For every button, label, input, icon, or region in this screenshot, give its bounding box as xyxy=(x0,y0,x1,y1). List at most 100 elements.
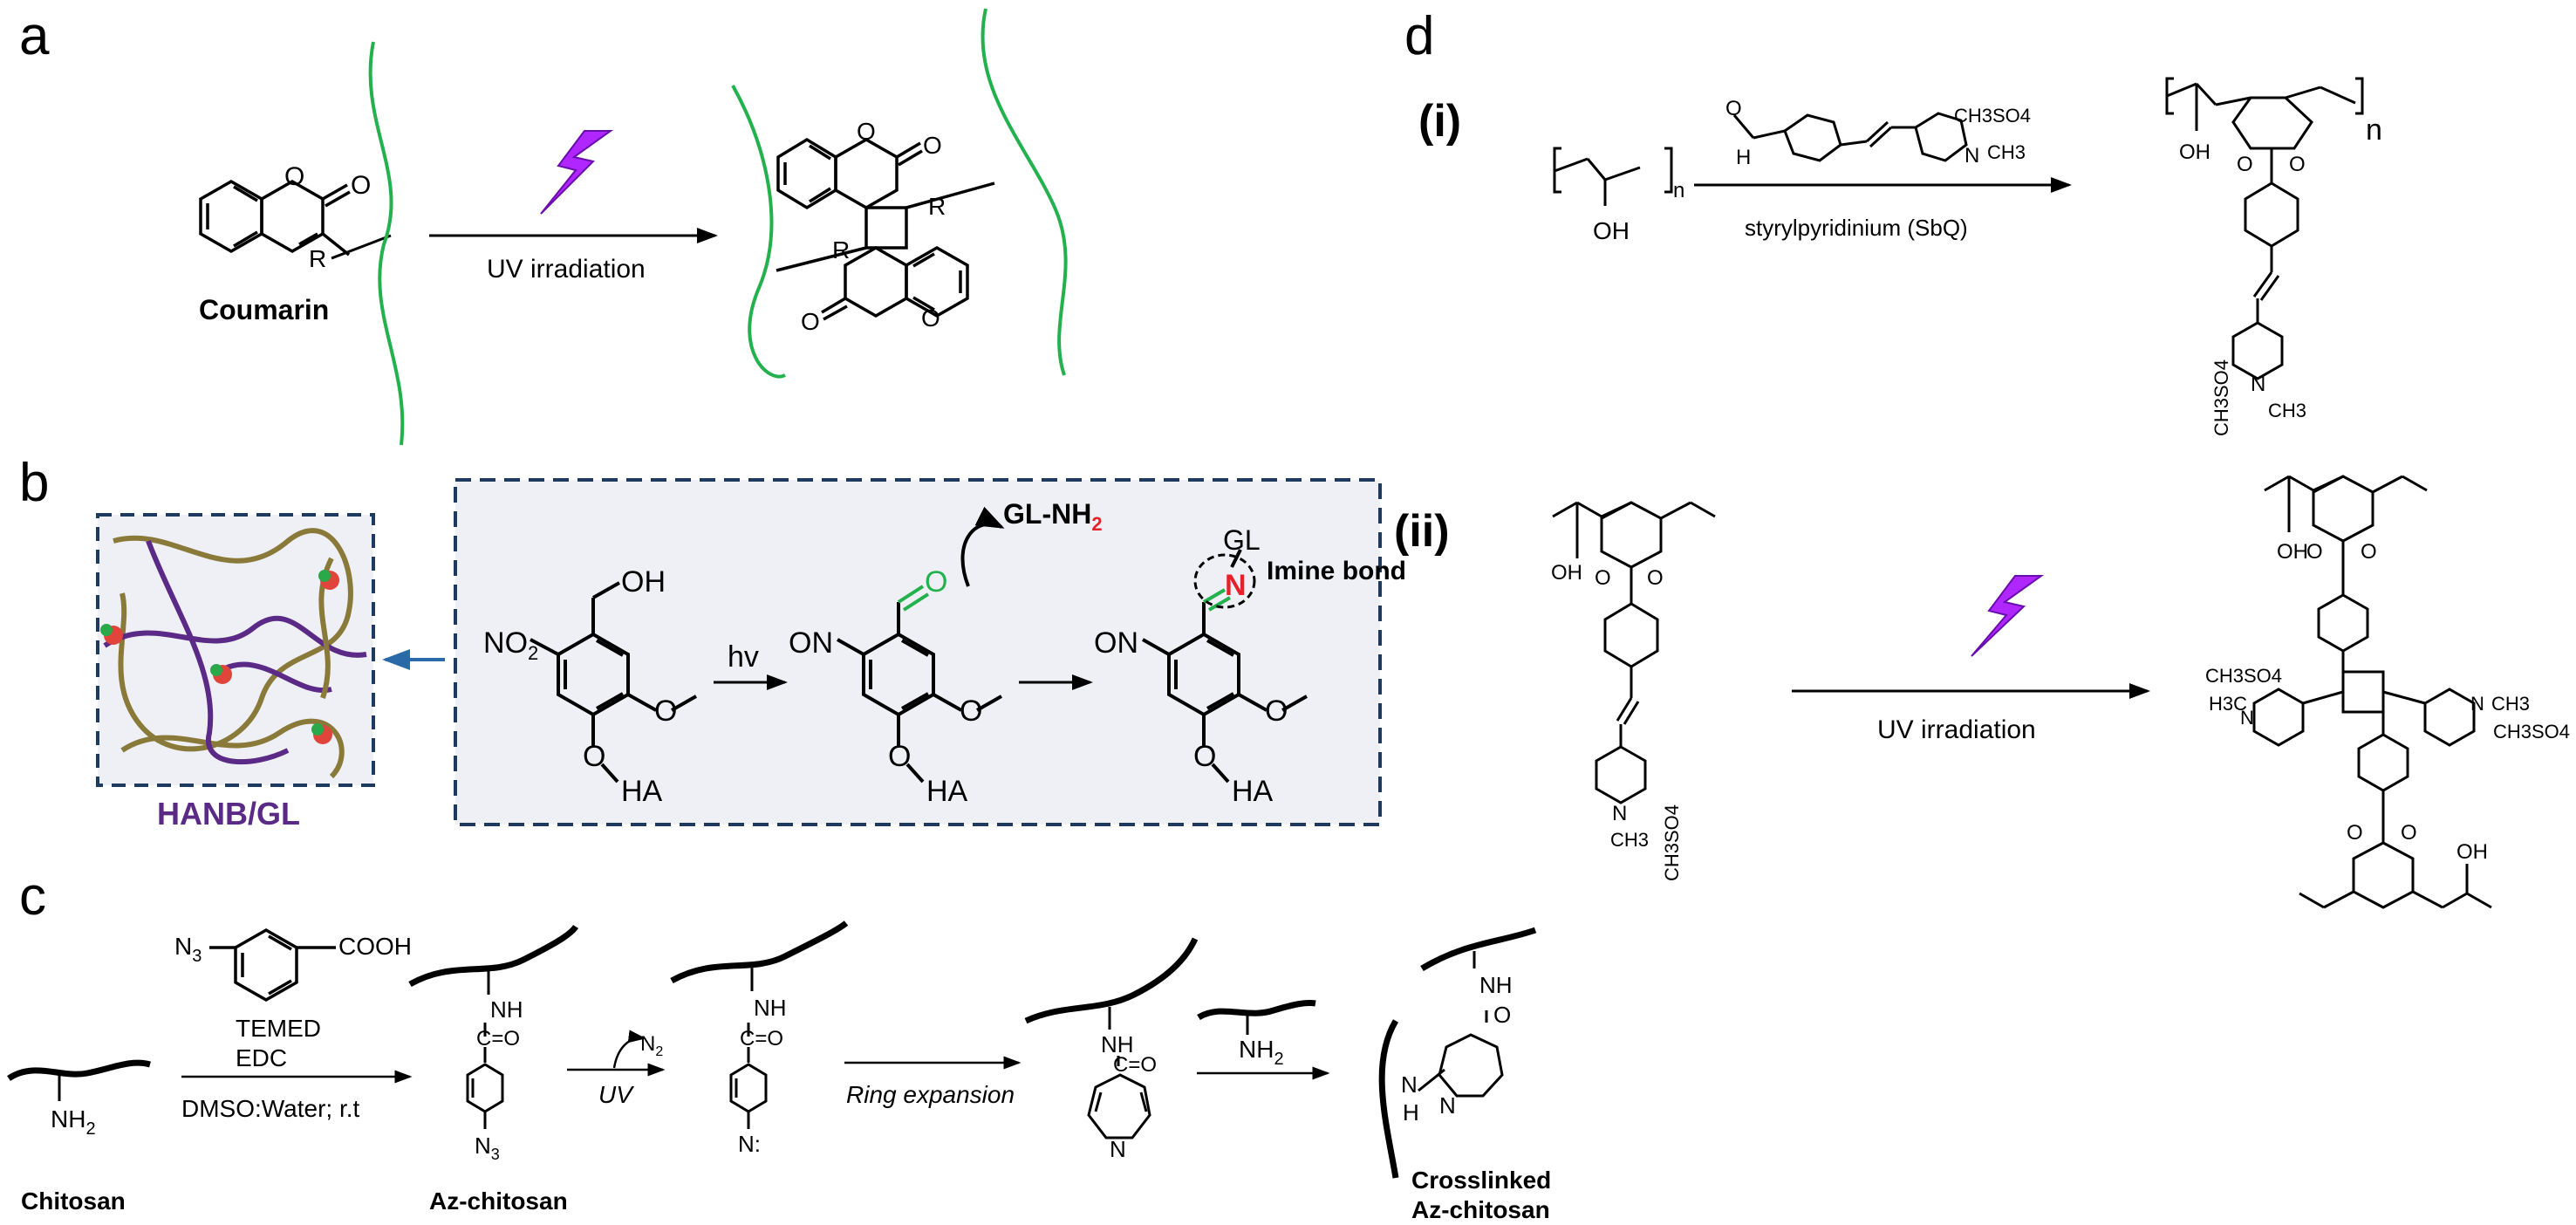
product-o-left: O xyxy=(2237,153,2253,176)
nitrene-n-colon: N: xyxy=(738,1131,761,1157)
nitrene-nh: NH xyxy=(754,995,787,1021)
methoxy-o-label-1: O xyxy=(654,695,677,728)
dimer-oh-bottom: OH xyxy=(2456,840,2488,864)
acetal-sbq-structure xyxy=(1552,501,1716,804)
dimer-n-left: N xyxy=(2240,707,2254,729)
az-chitosan-label: Az-chitosan xyxy=(429,1187,568,1215)
crosslinked-label-2: Az-chitosan xyxy=(1411,1196,1550,1223)
no2-label: NO2 xyxy=(483,626,538,664)
amine-nh2: NH2 xyxy=(1239,1036,1284,1069)
dimer-o-top-right: O xyxy=(2361,540,2377,564)
solvent-label: DMSO:Water; r.t xyxy=(181,1095,360,1122)
lightning-icon xyxy=(540,130,614,215)
temed-label: TEMED xyxy=(236,1015,321,1042)
imine-n-label: N xyxy=(1225,569,1247,602)
polymer-chain-green xyxy=(731,85,786,379)
crosslinked-chain-left xyxy=(1378,1019,1399,1179)
imine-double-bond xyxy=(1202,588,1227,604)
crosslinked-n: N xyxy=(1439,1092,1456,1119)
aldehyde-double-bond-2 xyxy=(902,592,930,612)
az-chitosan-n3: N3 xyxy=(475,1133,500,1163)
az-chitosan-co: C=O xyxy=(476,1027,520,1050)
crosslinked-n-link: N xyxy=(1401,1071,1418,1098)
on-label-3: ON xyxy=(1094,626,1138,660)
pva-oh: OH xyxy=(1593,217,1630,244)
polymer-chain-green xyxy=(981,8,1068,376)
coumarin-dimer-structure xyxy=(776,137,995,321)
pva-sbq-product-structure xyxy=(2165,77,2364,380)
phenol-o-label-2: O xyxy=(888,740,911,773)
az-chitosan-chain xyxy=(408,924,578,988)
acetal-oh: OH xyxy=(1551,561,1582,585)
acetal-n: N xyxy=(1612,802,1627,825)
crosslink-nodes xyxy=(100,570,339,744)
dimer-h3c-left: H3C xyxy=(2209,693,2247,715)
n2-label: N2 xyxy=(640,1032,663,1059)
panel-letter-c: c xyxy=(19,866,46,927)
sbq-ch3: CH3 xyxy=(1987,141,2026,163)
coumarin-r: R xyxy=(309,245,326,272)
az-chitosan-structure xyxy=(466,970,504,1129)
ha-label-2: HA xyxy=(926,775,968,808)
nitroso-aldehyde-structure xyxy=(837,632,1002,784)
uv-label-c: UV xyxy=(598,1081,634,1108)
hanb-gl-label: HANB/GL xyxy=(157,796,300,831)
nitrene-structure xyxy=(729,967,768,1129)
dimer-ring-o-top: O xyxy=(857,118,876,145)
aldehyde-o-label: O xyxy=(925,565,947,599)
coumarin-oxo: O xyxy=(351,171,371,200)
polymer-chain-green xyxy=(368,41,405,446)
curved-attack-arrow xyxy=(960,506,1005,587)
dimer-oh-top: OH xyxy=(2277,540,2308,564)
dimer-oxo-bottom: O xyxy=(801,308,820,335)
coumarin-structure xyxy=(199,179,351,257)
product-n: N xyxy=(2251,373,2265,396)
azepine-chain xyxy=(1024,937,1199,1024)
crosslinked-structure xyxy=(1418,951,1504,1098)
ha-label-1: HA xyxy=(621,775,663,808)
dimer-ch3so4-left: CH3SO4 xyxy=(2205,665,2282,687)
cooh-label: COOH xyxy=(338,933,412,960)
imine-bond-label: Imine bond xyxy=(1267,557,1406,585)
uv-irradiation-label-a: UV irradiation xyxy=(487,255,646,284)
azepine-nh: NH xyxy=(1101,1031,1134,1057)
gl-nh2-label: GL-NH2 xyxy=(1003,498,1103,535)
dimer-o-bottom-right: O xyxy=(2401,821,2417,845)
azepine-structure xyxy=(1087,1007,1151,1139)
chitosan-chain xyxy=(7,1059,151,1082)
imine-double-bond-2 xyxy=(1207,596,1232,612)
dimer-ch3so4-right: CH3SO4 xyxy=(2493,721,2570,743)
crosslinked-o: O xyxy=(1493,1002,1511,1028)
roman-ii: (ii) xyxy=(1394,506,1450,557)
dimer-o-bottom-left: O xyxy=(2347,821,2363,845)
dimer-ch3-right: CH3 xyxy=(2491,693,2530,715)
nitrobenzyl-structure xyxy=(530,581,697,784)
azidobenzoic-acid-structure xyxy=(209,927,336,1003)
chitosan-label: Chitosan xyxy=(21,1187,126,1215)
lightning-icon xyxy=(1971,575,2045,657)
panel-letter-b: b xyxy=(19,453,49,513)
sbq-h: H xyxy=(1736,146,1751,169)
panel-c: c NH2 Chitosan N3 COOH TEMED EDC DMSO:Wa… xyxy=(7,866,1551,1223)
nitrene-co: C=O xyxy=(740,1027,783,1050)
product-n-sub: n xyxy=(2366,113,2382,147)
product-ch3so4: CH3SO4 xyxy=(2210,359,2232,436)
hv-label: hv xyxy=(728,640,759,674)
dimer-o-top-left: O xyxy=(2306,540,2323,564)
amine-chain xyxy=(1197,1000,1316,1021)
coumarin-ring-o: O xyxy=(284,162,304,191)
crosslinked-h: H xyxy=(1403,1099,1419,1126)
n2-loss-arrow xyxy=(612,1030,646,1069)
acetal-o-left: O xyxy=(1595,566,1611,590)
methoxy-o-label-2: O xyxy=(960,695,982,728)
dimer-r-top: R xyxy=(928,193,946,220)
sbq-structure xyxy=(1732,112,1968,162)
on-label-2: ON xyxy=(789,626,833,660)
chitosan-nh2: NH2 xyxy=(51,1105,96,1139)
crosslinked-chain-top xyxy=(1420,927,1537,972)
imine-highlight-circle xyxy=(1193,553,1256,609)
acetal-ch3: CH3 xyxy=(1610,829,1649,851)
acetal-ch3so4: CH3SO4 xyxy=(1661,804,1683,881)
panel-b: b HANB/GL xyxy=(19,453,1406,831)
